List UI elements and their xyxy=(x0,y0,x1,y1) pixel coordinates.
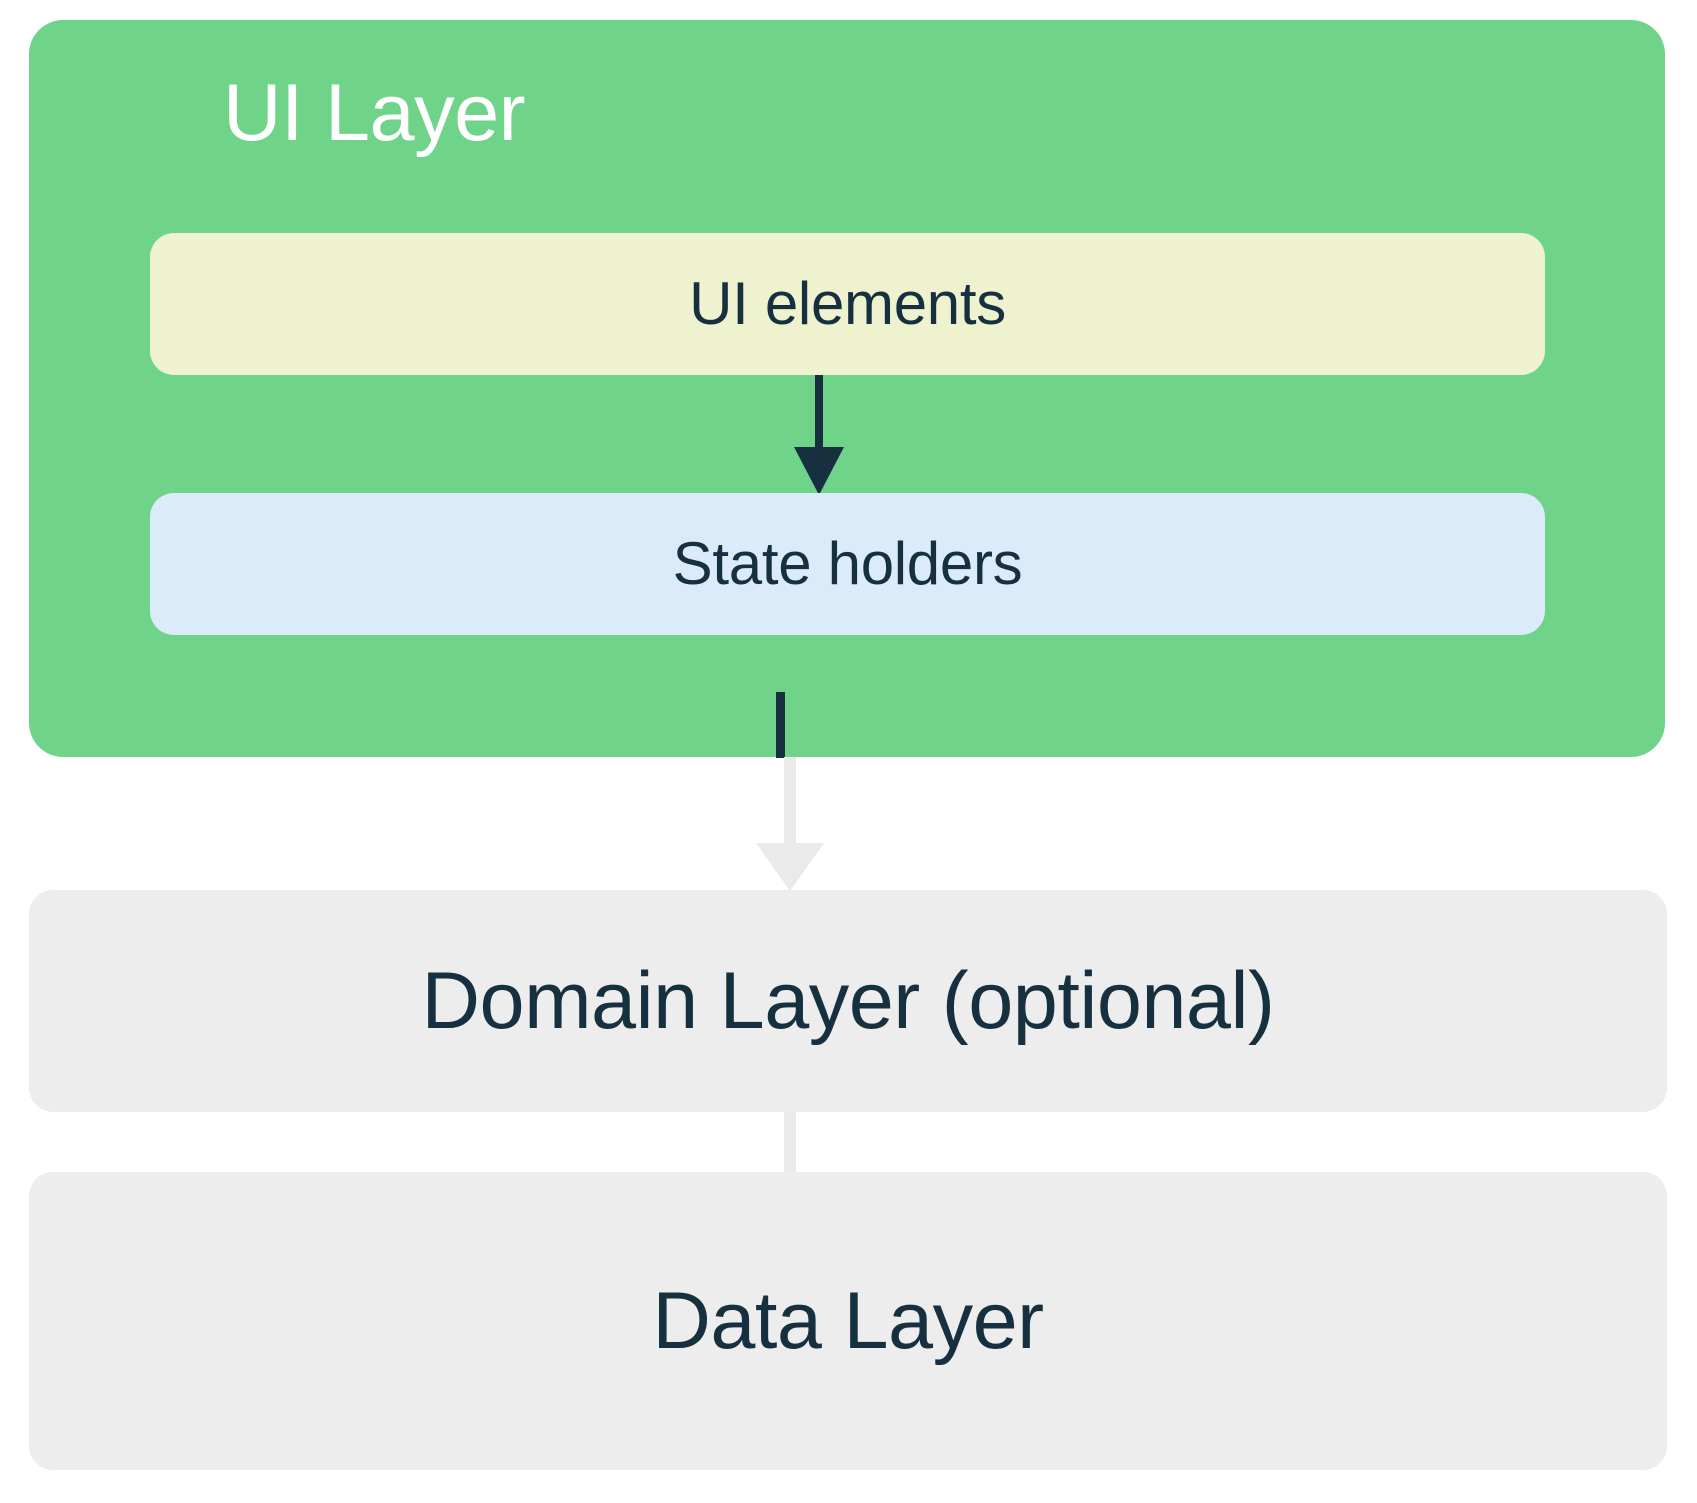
arrow-stem xyxy=(784,757,796,845)
arrow-ui-layer-to-domain-layer xyxy=(752,757,828,891)
ui-elements-label: UI elements xyxy=(689,270,1006,337)
arrow-stem xyxy=(815,375,823,461)
arrow-head-icon xyxy=(794,447,844,495)
arrow-head-icon xyxy=(756,843,824,891)
state-holders-box: State holders xyxy=(150,493,1545,635)
state-holders-label: State holders xyxy=(672,530,1023,597)
ui-layer-container: UI Layer UI elements State holders xyxy=(29,20,1665,757)
data-layer-box: Data Layer xyxy=(29,1172,1667,1470)
arrow-ui-elements-to-state-holders xyxy=(791,375,847,495)
arrow-stem-state-holders-dark xyxy=(776,692,785,758)
domain-layer-box: Domain Layer (optional) xyxy=(29,890,1667,1112)
domain-layer-label: Domain Layer (optional) xyxy=(421,955,1275,1046)
data-layer-label: Data Layer xyxy=(652,1275,1044,1366)
ui-layer-title: UI Layer xyxy=(223,68,526,158)
ui-elements-box: UI elements xyxy=(150,233,1545,375)
